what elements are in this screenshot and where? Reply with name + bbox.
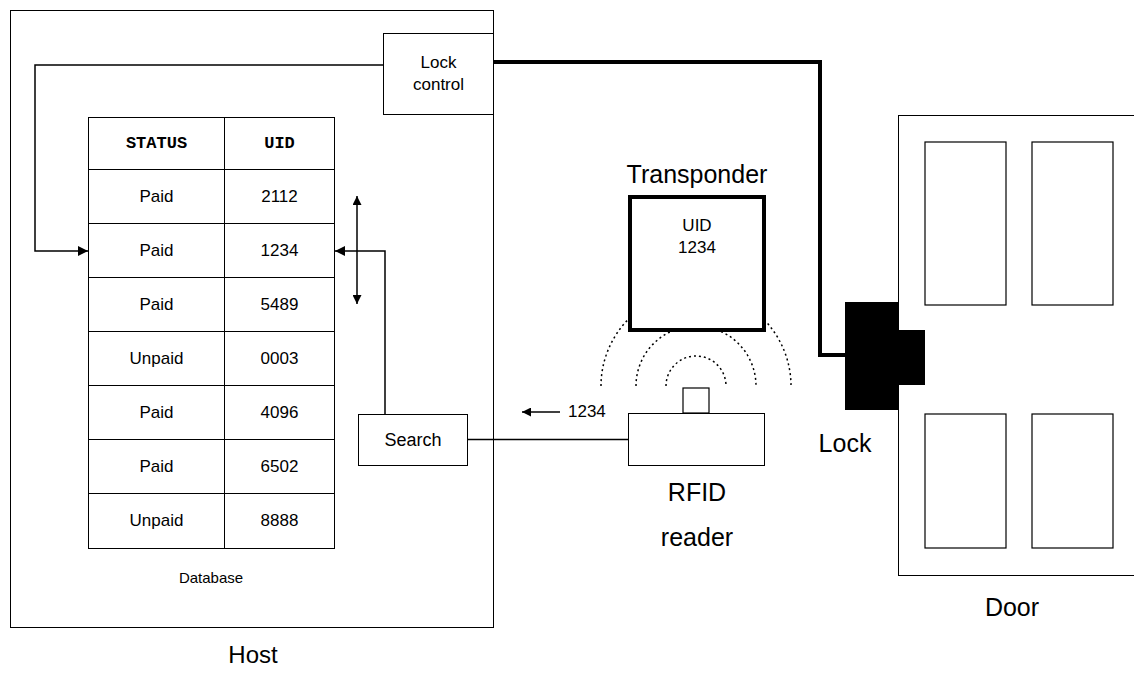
door-panel (1032, 414, 1113, 548)
table-cell-text: Paid (139, 457, 173, 477)
table-cell-text: 0003 (261, 349, 299, 369)
table-cell: UID (225, 118, 334, 170)
table-cell-text: 5489 (261, 295, 299, 315)
table-cell-text: Paid (139, 295, 173, 315)
node-label: RFID reader (642, 470, 752, 560)
table-header: STATUS (126, 134, 187, 153)
door-lock: Lock (845, 302, 898, 410)
data-direction-arrow (522, 411, 560, 413)
node-body: UID 1234 (672, 215, 722, 259)
table-cell: Unpaid (89, 494, 225, 548)
door-panel (925, 414, 1006, 548)
table-cell: Paid (89, 440, 225, 494)
table-cell-text: 8888 (261, 511, 299, 531)
table-cell: Paid (89, 224, 225, 278)
radio-wave (666, 356, 726, 386)
table-cell: STATUS (89, 118, 225, 170)
radio-wave (636, 326, 756, 386)
database-table: DatabaseSTATUSUIDPaid2112Paid1234Paid548… (88, 117, 335, 549)
node-label: Door (952, 592, 1072, 622)
table-cell-text: Paid (139, 403, 173, 423)
search-box: Search (358, 414, 468, 466)
table-cell-text: 2112 (261, 187, 298, 207)
door-panel (925, 142, 1006, 305)
table-cell-text: 1234 (261, 241, 299, 261)
table-cell-text: 4096 (261, 403, 299, 423)
door: Door (898, 115, 1134, 576)
table-cell: Paid (89, 386, 225, 440)
node-label: Host (193, 643, 313, 667)
search-direction-arrow (356, 196, 358, 304)
table-cell: Paid (89, 278, 225, 332)
data-line (468, 439, 628, 441)
table-cell: 0003 (225, 332, 334, 386)
table-cell-text: 6502 (261, 457, 299, 477)
node-label: Database (151, 569, 271, 587)
table-cell: Unpaid (89, 332, 225, 386)
node-label: Lock (805, 428, 885, 458)
node-label: Search (365, 429, 461, 451)
table-cell: Paid (89, 170, 225, 224)
lock-bolt-shape (898, 330, 925, 385)
door-panels (899, 116, 1134, 577)
reader-antenna (683, 388, 709, 413)
lock-wire (494, 62, 845, 355)
edge-label: 1234 (566, 402, 608, 422)
table-cell-text: Unpaid (130, 511, 184, 531)
lock-control-box: Lock control (383, 33, 494, 115)
table-cell-text: Paid (139, 187, 173, 207)
search-line (335, 251, 385, 414)
rfid-reader: RFID reader (628, 413, 765, 466)
host-box: HostLock controlDatabaseSTATUSUIDPaid211… (10, 10, 494, 628)
transponder-tag: TransponderUID 1234 (628, 195, 766, 332)
table-cell: 8888 (225, 494, 334, 548)
table-cell: 5489 (225, 278, 334, 332)
table-cell: 4096 (225, 386, 334, 440)
table-cell-text: Paid (139, 241, 173, 261)
lock-bolt (898, 330, 926, 386)
table-cell: 6502 (225, 440, 334, 494)
table-cell: 2112 (225, 170, 334, 224)
table-header: UID (264, 134, 295, 153)
door-panel (1032, 142, 1113, 305)
node-label: Lock control (404, 52, 474, 96)
table-cell: 1234 (225, 224, 334, 278)
node-label: Transponder (612, 159, 782, 189)
table-cell-text: Unpaid (130, 349, 184, 369)
